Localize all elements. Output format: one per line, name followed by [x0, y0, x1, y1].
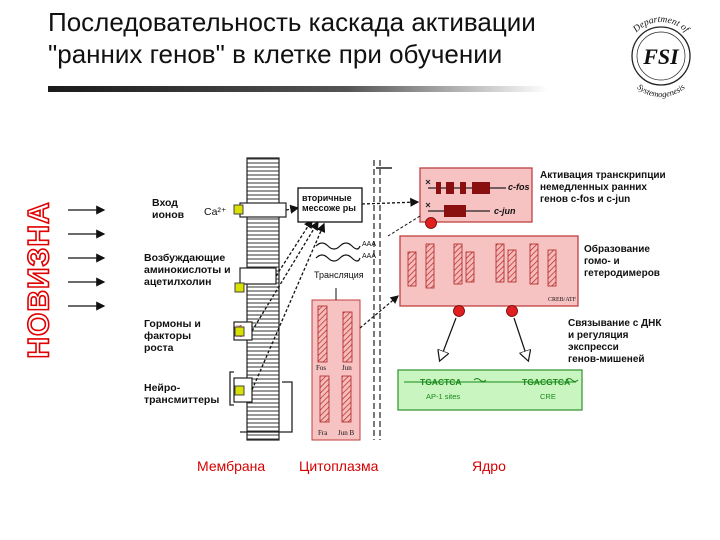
department-logo: Department of Systemogenesis FSI — [631, 15, 692, 99]
second-messengers-box — [297, 187, 363, 223]
excitatory-label: Возбуждающие аминокислоты и ацетилхолин — [144, 252, 231, 288]
dimers-annotation: Образование гомо- и гетеродимеров — [584, 244, 660, 279]
dimer-formation-box — [359, 235, 579, 329]
early-genes-box — [419, 167, 533, 223]
jun-label: Jun — [342, 364, 352, 372]
c-fos-label: c-fos — [508, 182, 530, 192]
fos-label: Fos — [316, 364, 327, 372]
logo-center-text: FSI — [642, 44, 680, 69]
calcium-label: Ca²⁺ — [204, 206, 227, 218]
ap1-sites-label: AP-1 sites — [426, 392, 461, 401]
polya-label-2: AAA — [362, 253, 377, 260]
neurotransmitters-label: Нейро- трансмиттеры — [144, 382, 220, 406]
ion-entry-label: Вход ионов — [152, 197, 185, 221]
translation-label: Трансляция — [314, 270, 364, 280]
jun-b-label: Jun B — [338, 429, 355, 437]
nucleus-region-label: Ядро — [472, 458, 506, 474]
c-jun-label: c-jun — [494, 206, 516, 216]
cell-membrane — [229, 157, 293, 441]
receptor-dots — [233, 204, 245, 396]
polya-label-1: AAA — [362, 241, 377, 248]
fra-label: Fra — [318, 429, 328, 437]
hormones-label: Гормоны и факторы роста — [144, 318, 201, 354]
cre-sequence: TGACGTCA — [522, 377, 571, 387]
novelty-arrows — [68, 205, 106, 311]
page-title: Последовательность каскада активации "ра… — [48, 6, 608, 70]
dna-binding-annotation: Связывание с ДНК и регуляция экспресси г… — [568, 318, 662, 365]
second-messengers-label: вторичные мессоже ры — [302, 193, 356, 213]
cre-label: CRE — [540, 392, 556, 401]
title-line-2: "ранних генов" в клетке при обучении — [48, 39, 503, 69]
title-line-1: Последовательность каскада активации — [48, 7, 536, 37]
creb-label: CREB/ATF — [548, 297, 577, 303]
membrane-region-label: Мембрана — [197, 458, 266, 474]
cytoplasm-region-label: Цитоплазма — [299, 458, 379, 474]
title-underline — [48, 86, 548, 92]
dna-sites-box — [397, 369, 583, 411]
red-markers — [425, 217, 518, 317]
nuclear-envelope — [373, 160, 392, 440]
dna-binding-arrows — [440, 317, 528, 360]
translation-products — [311, 288, 361, 441]
ap1-sequence: TGACTCA — [420, 377, 462, 387]
activation-annotation: Активация транскрипции немедленных ранни… — [540, 170, 666, 205]
signal-paths — [251, 197, 420, 391]
mrna-strands — [315, 215, 421, 262]
